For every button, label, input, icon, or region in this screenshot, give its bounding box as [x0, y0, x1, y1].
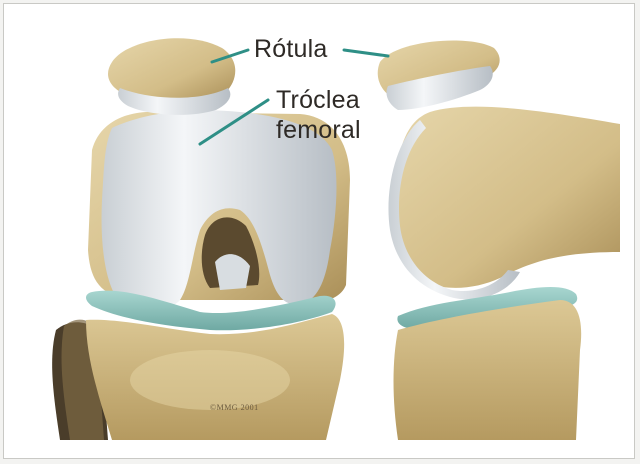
tibia-left-highlight	[130, 350, 290, 410]
leader-rotula-right	[344, 50, 388, 56]
femur-side	[394, 107, 620, 288]
copyright-credit: ©MMG 2001	[210, 403, 259, 412]
label-troclea-line1: Tróclea	[276, 86, 360, 114]
label-rotula: Rótula	[254, 35, 327, 63]
label-troclea-line2: femoral	[276, 116, 361, 144]
